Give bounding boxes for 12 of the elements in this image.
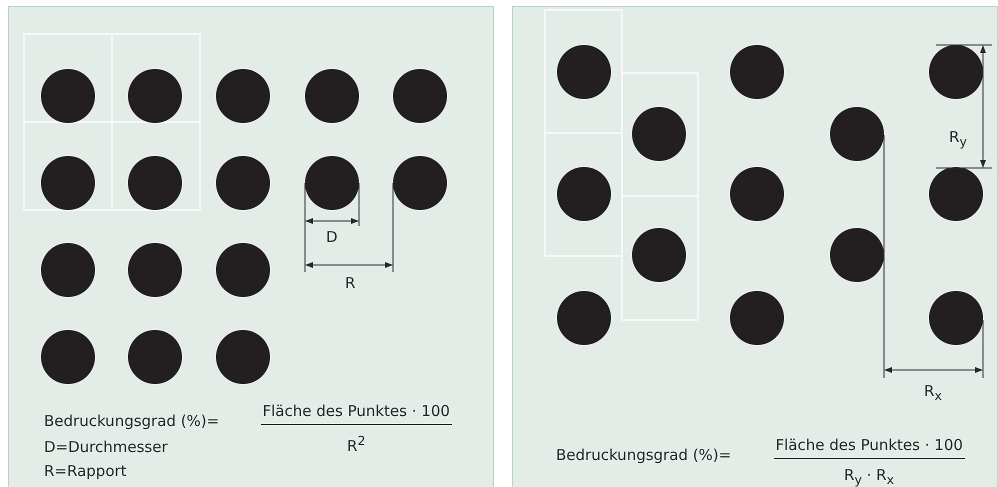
formula-text: Bedruckungsgrad (%)= — [556, 446, 732, 464]
formula-text: Bedruckungsgrad (%)= — [44, 412, 220, 430]
formula-numerator: Fläche des Punktes · 100 — [776, 436, 963, 454]
legend-text: R=Rapport — [44, 462, 127, 480]
formula-denominator: R$^{2}$ — [347, 432, 366, 455]
formula-denominator: R$_{y}$ · R$_{x}$ — [844, 466, 894, 487]
legend-text: D=Durchmesser — [44, 438, 168, 456]
dimension-label: R — [345, 274, 356, 292]
dimension-label: R$_{y}$ — [949, 128, 967, 151]
dimension-label: R$_{x}$ — [924, 382, 942, 405]
dimension-label: D — [326, 228, 338, 246]
formula-numerator: Fläche des Punktes · 100 — [262, 402, 450, 420]
